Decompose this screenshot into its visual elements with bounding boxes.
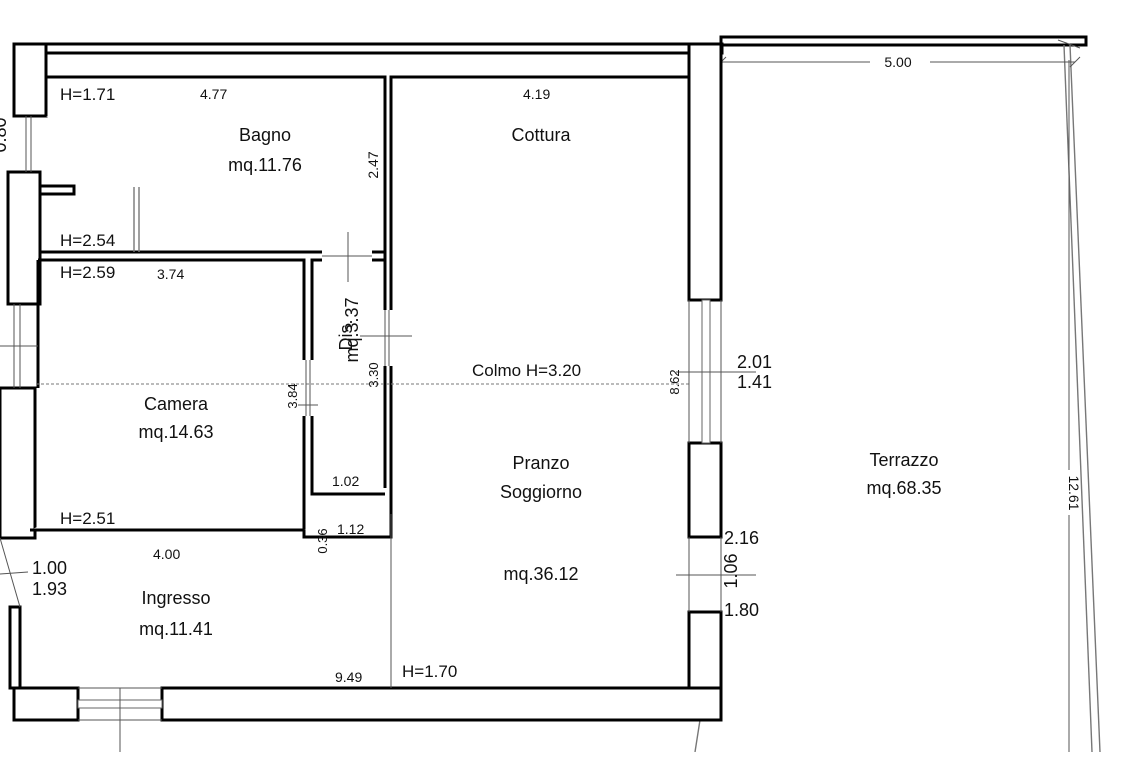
dim-ingresso-step: 0.36 <box>315 528 330 553</box>
area-bagno: mq.11.76 <box>228 155 302 175</box>
internal-lines <box>36 187 689 688</box>
dim-window-lower-top: 2.16 <box>724 528 759 548</box>
wall-bottom-left <box>12 686 80 722</box>
dim-bagno-height: 2.47 <box>365 151 381 178</box>
dim-left-window-bottom: 1.93 <box>32 579 67 599</box>
label-dis: Dis. <box>336 320 356 351</box>
wall-dis-bottom <box>310 416 385 496</box>
dim-dis-height: 3.30 <box>366 362 381 387</box>
dim-window-lower-bottom: 1.80 <box>724 600 759 620</box>
area-ingresso: mq.11.41 <box>139 619 213 639</box>
dimension-labels: 4.77 4.19 2.47 3.74 3.30 3.84 1.02 0.36 … <box>0 54 1082 685</box>
label-bagno: Bagno <box>239 125 291 145</box>
label-cottura: Cottura <box>511 125 571 145</box>
wall-right-upper <box>687 42 723 302</box>
dim-window-upper-bottom: 1.41 <box>737 372 772 392</box>
wall-cottura-top <box>389 75 689 310</box>
wall-camera-top <box>38 258 306 360</box>
label-camera: Camera <box>144 394 209 414</box>
dim-left-window-top: 1.00 <box>32 558 67 578</box>
area-terrazzo: mq.68.35 <box>866 478 941 498</box>
height-bagno-top: H=1.71 <box>60 85 115 104</box>
dim-ingresso-side: 1.12 <box>337 521 364 537</box>
height-camera-top: H=2.59 <box>60 263 115 282</box>
terrace-railing-inner <box>1063 44 1093 753</box>
dim-cottura-width: 4.19 <box>523 86 550 102</box>
height-bagno-bottom: H=2.54 <box>60 231 115 250</box>
dim-camera-width: 3.74 <box>157 266 184 282</box>
wall-top <box>12 42 724 55</box>
label-terrazzo: Terrazzo <box>869 450 938 470</box>
terrace-top-wall <box>719 35 1088 47</box>
wall-right-middle <box>687 441 723 539</box>
wall-bottom-right <box>160 686 723 722</box>
wall-bagno <box>44 75 387 254</box>
dim-pranzo-height: 8.62 <box>667 369 682 394</box>
dim-ingresso-width: 4.00 <box>153 546 180 562</box>
height-pranzo: H=1.70 <box>402 662 457 681</box>
dim-window-lower-mid: 1.06 <box>721 553 741 588</box>
wall-left-lower <box>8 605 22 690</box>
wall-left-upper <box>6 170 42 306</box>
label-pranzo: Pranzo <box>512 453 569 473</box>
area-camera: mq.14.63 <box>138 422 213 442</box>
windows <box>0 116 756 752</box>
dim-dis-width: 1.02 <box>332 473 359 489</box>
dim-camera-height: 3.84 <box>285 383 300 408</box>
dim-total-width: 9.49 <box>335 669 362 685</box>
terrace-railing-outer <box>1069 44 1101 753</box>
dim-terrace-width: 5.00 <box>884 54 911 70</box>
wall-left-middle <box>0 386 37 540</box>
label-ingresso: Ingresso <box>141 588 210 608</box>
wall-dis-left-upper <box>310 258 322 360</box>
dim-bagno-width: 4.77 <box>200 86 227 102</box>
ridge-height: Colmo H=3.20 <box>472 361 581 380</box>
dim-left-window: 0.80 <box>0 117 10 152</box>
area-dis: mq.3.37 <box>342 297 362 362</box>
terrace-edge-bottom <box>694 719 701 753</box>
wall-left-stub <box>38 184 76 196</box>
apartment-walls <box>0 42 724 722</box>
terrace-outline <box>694 35 1101 753</box>
wall-left-top <box>12 42 48 118</box>
room-labels: Bagno mq.11.76 Cottura Camera mq.14.63 D… <box>138 125 941 639</box>
height-camera-bottom: H=2.51 <box>60 509 115 528</box>
height-labels: H=1.71 H=2.54 H=2.59 H=2.51 H=1.70 Colmo… <box>60 85 581 681</box>
dim-window-upper-top: 2.01 <box>737 352 772 372</box>
dim-terrace-depth: 12.61 <box>1066 475 1082 510</box>
label-soggiorno: Soggiorno <box>500 482 582 502</box>
area-pranzo: mq.36.12 <box>503 564 578 584</box>
